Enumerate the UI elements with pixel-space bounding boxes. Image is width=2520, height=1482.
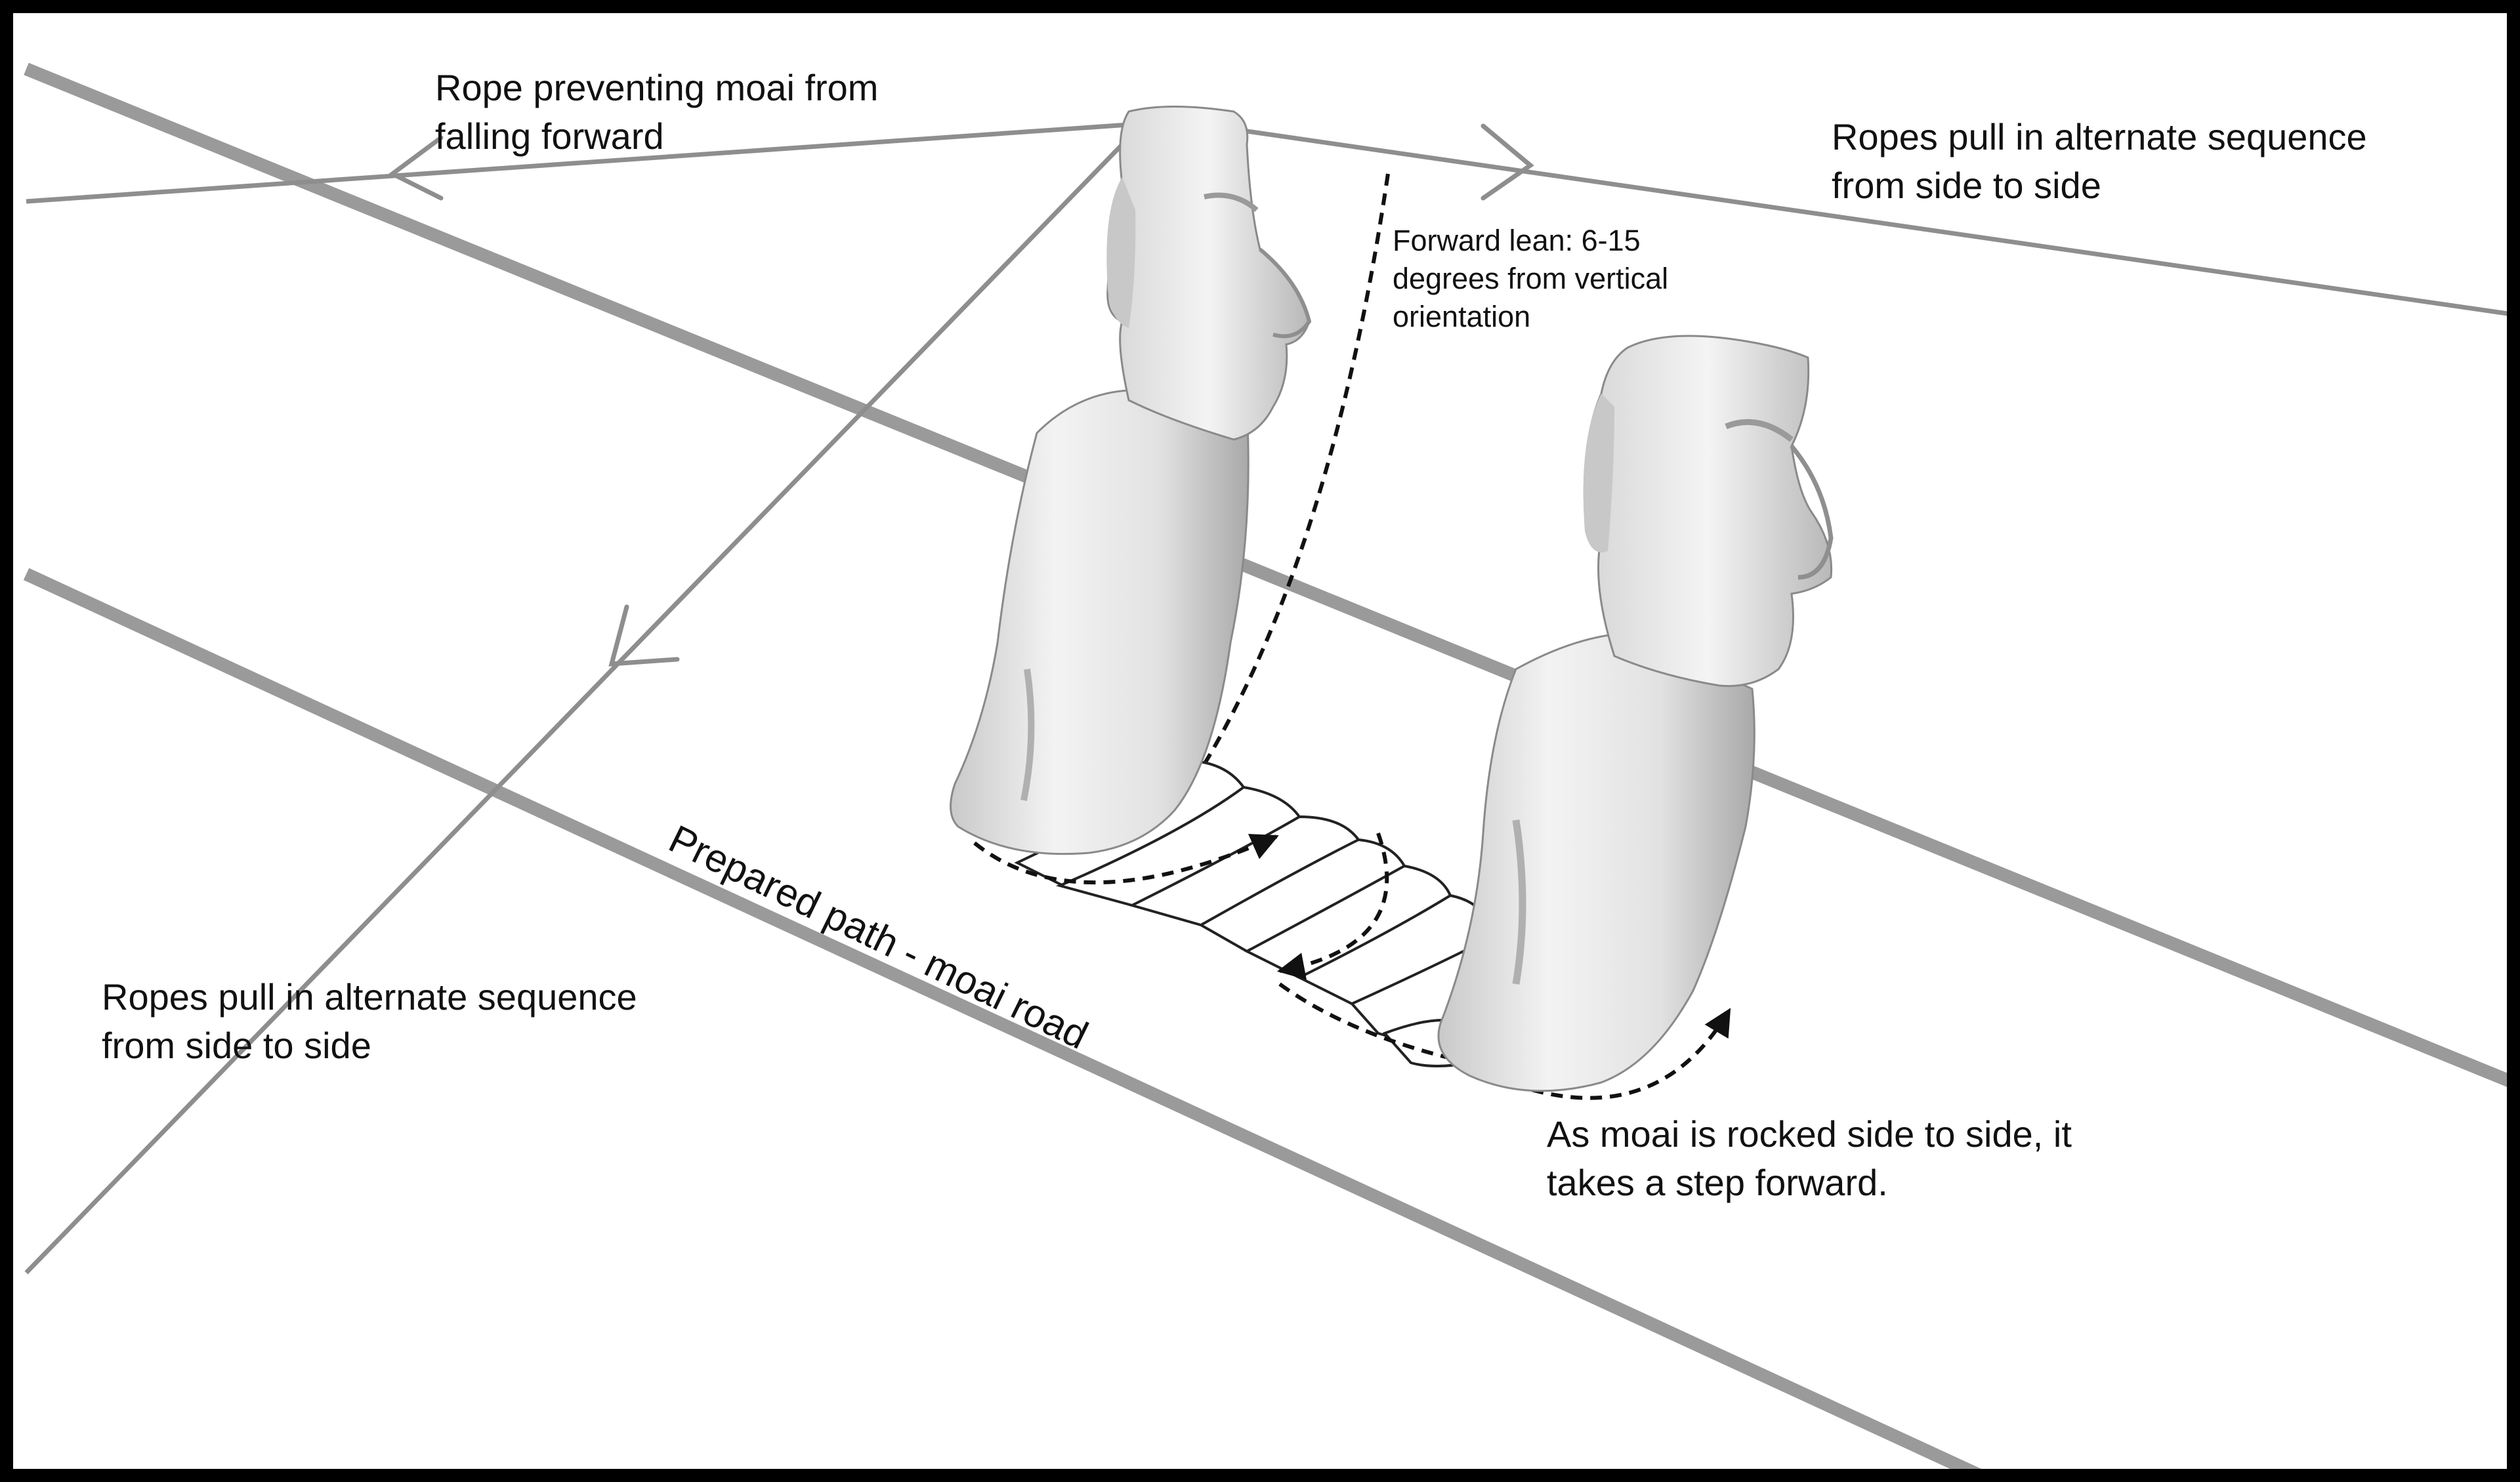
rocking-arrow	[973, 834, 1279, 885]
rocking-arrow	[1276, 833, 1389, 980]
label-rocking-step: As moai is rocked side to side, it takes…	[1547, 1110, 2072, 1207]
rope-arrow-down-icon	[608, 604, 680, 667]
rope-forward	[26, 122, 1129, 204]
label-line: Rope preventing moai from	[435, 67, 879, 108]
moai-rear-body	[950, 389, 1250, 855]
label-rope-forward: Rope preventing moai from falling forwar…	[435, 64, 878, 161]
ropes	[24, 122, 2507, 1275]
road-edge-upper	[24, 62, 2507, 1087]
moai-front	[1437, 335, 1834, 1092]
moai-rear-ear	[1106, 177, 1136, 328]
moai-front-brow	[1725, 419, 1794, 442]
label-line: orientation	[1393, 300, 1531, 333]
moai-front-arm	[1512, 819, 1526, 985]
moai-rear-nose	[1259, 247, 1312, 339]
label-line: Forward lean: 6-15	[1393, 224, 1641, 257]
moai-walking-diagram	[23, 62, 2507, 1469]
moai-front-nose	[1790, 444, 1834, 580]
moai-front-ear	[1583, 394, 1614, 552]
label-line: Ropes pull in alternate sequence	[1832, 116, 2367, 157]
road-edges	[23, 62, 2507, 1469]
moai-rear-arm	[1020, 669, 1035, 801]
label-ropes-left: Ropes pull in alternate sequence from si…	[102, 973, 637, 1070]
label-forward-lean: Forward lean: 6-15 degrees from vertical…	[1393, 222, 1668, 336]
label-ropes-right: Ropes pull in alternate sequence from si…	[1832, 113, 2367, 210]
label-line: As moai is rocked side to side, it	[1547, 1113, 2072, 1155]
rope-arrows	[388, 123, 1534, 667]
moai-rear-head	[1106, 106, 1311, 441]
rocking-arrow	[1278, 982, 1471, 1065]
label-line: falling forward	[435, 115, 664, 157]
moai-front-head	[1583, 335, 1833, 688]
moai-rear	[950, 106, 1312, 855]
moai-rear-brow	[1204, 192, 1259, 213]
moai-front-body	[1437, 632, 1755, 1092]
road-edge-lower	[23, 567, 1982, 1469]
rope-left	[24, 136, 1131, 1275]
rope-arrow-right-icon	[1480, 123, 1534, 201]
label-line: takes a step forward.	[1547, 1162, 1888, 1203]
label-line: Ropes pull in alternate sequence	[102, 976, 637, 1018]
label-line: from side to side	[1832, 165, 2101, 206]
label-line: from side to side	[102, 1025, 371, 1066]
label-line: degrees from vertical	[1393, 262, 1669, 295]
rope-right	[1246, 129, 2507, 316]
forward-lean-line	[1202, 173, 1390, 766]
rope-arrow-left-icon	[388, 135, 444, 201]
